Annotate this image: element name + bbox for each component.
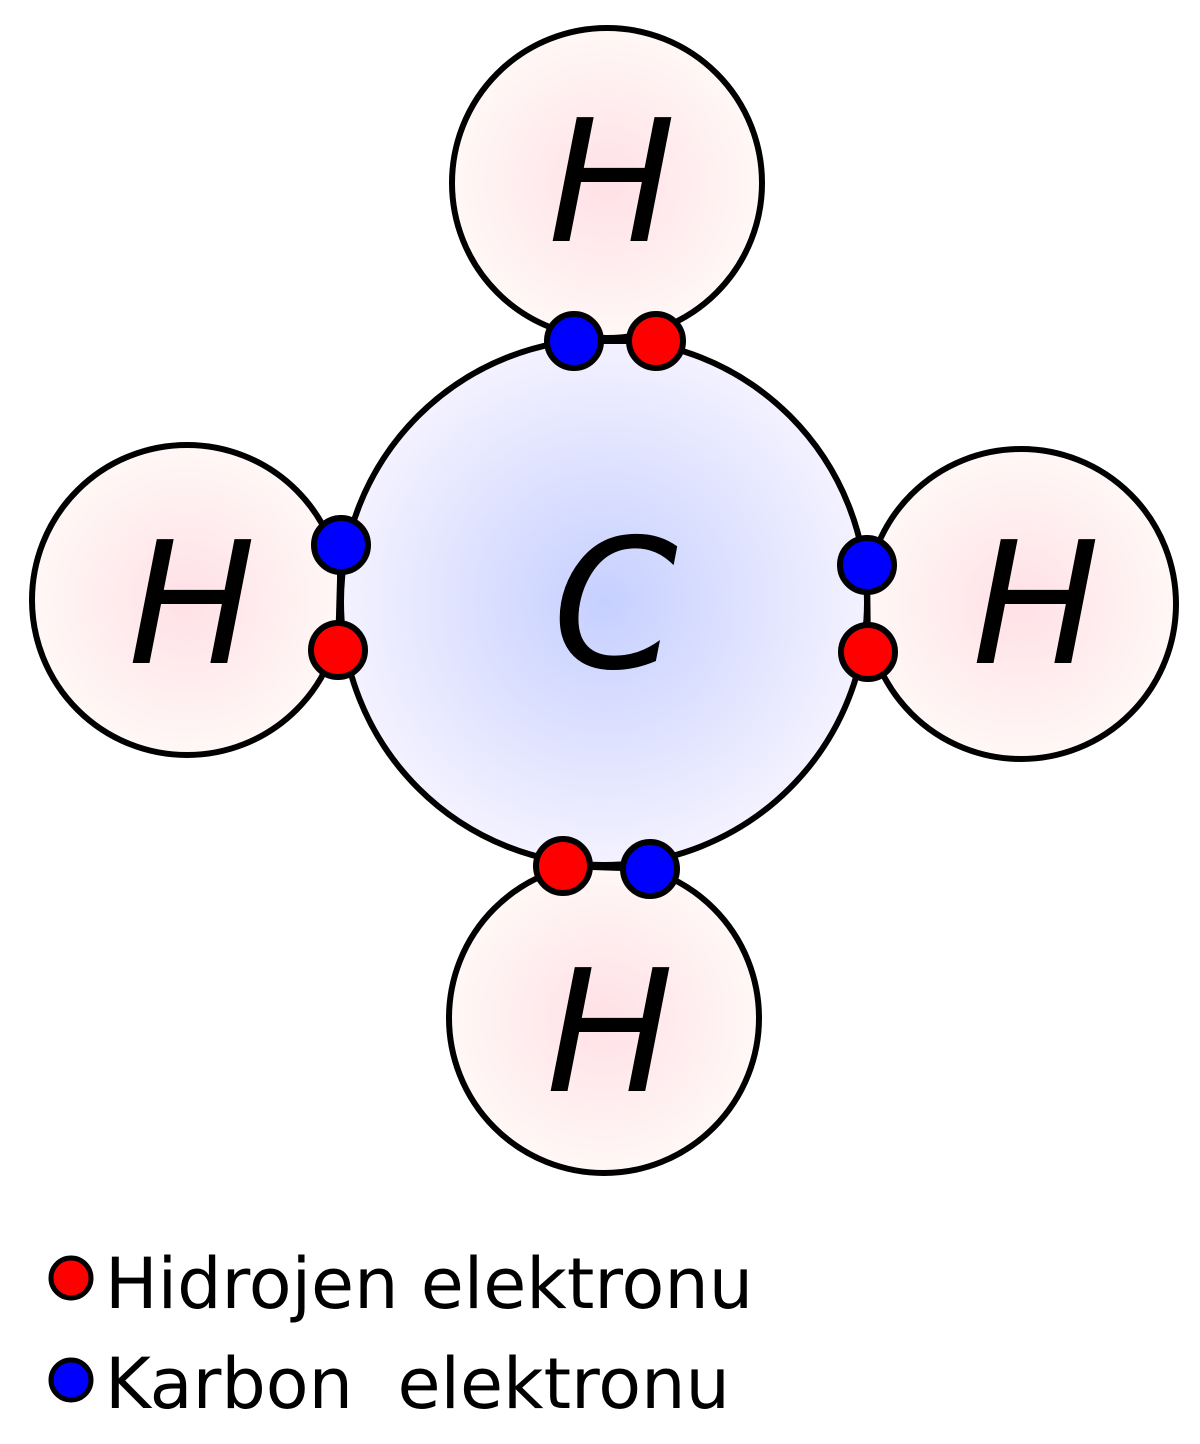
hydrogen-electron-bottom (533, 836, 593, 896)
carbon-electron-right (837, 535, 897, 595)
carbon-electron-top (544, 311, 604, 371)
hydrogen-top-label: H (548, 84, 676, 282)
hydrogen-right-label: H (972, 506, 1100, 704)
legend-carbon-electron-label: Karbon elektronu (105, 1343, 730, 1425)
legend-item-carbon-electron: Karbon elektronu (48, 1343, 730, 1425)
legend-item-hydrogen-electron: Hidrojen elektronu (48, 1243, 753, 1325)
hydrogen-electron-top (626, 311, 686, 371)
legend-hydrogen-electron-label: Hidrojen elektronu (105, 1243, 753, 1325)
hydrogen-left-label: H (128, 506, 256, 704)
carbon-electron-bottom (620, 839, 680, 899)
carbon-label: C (552, 502, 678, 711)
legend-hydrogen-electron-swatch (48, 1255, 94, 1301)
carbon-electron-left (311, 515, 371, 575)
legend: Hidrojen elektronu Karbon elektronu (48, 1243, 753, 1425)
legend-carbon-electron-swatch (48, 1357, 94, 1403)
hydrogen-electron-right (838, 622, 898, 682)
hydrogen-bottom-label: H (546, 934, 674, 1132)
hydrogen-electron-left (308, 620, 368, 680)
